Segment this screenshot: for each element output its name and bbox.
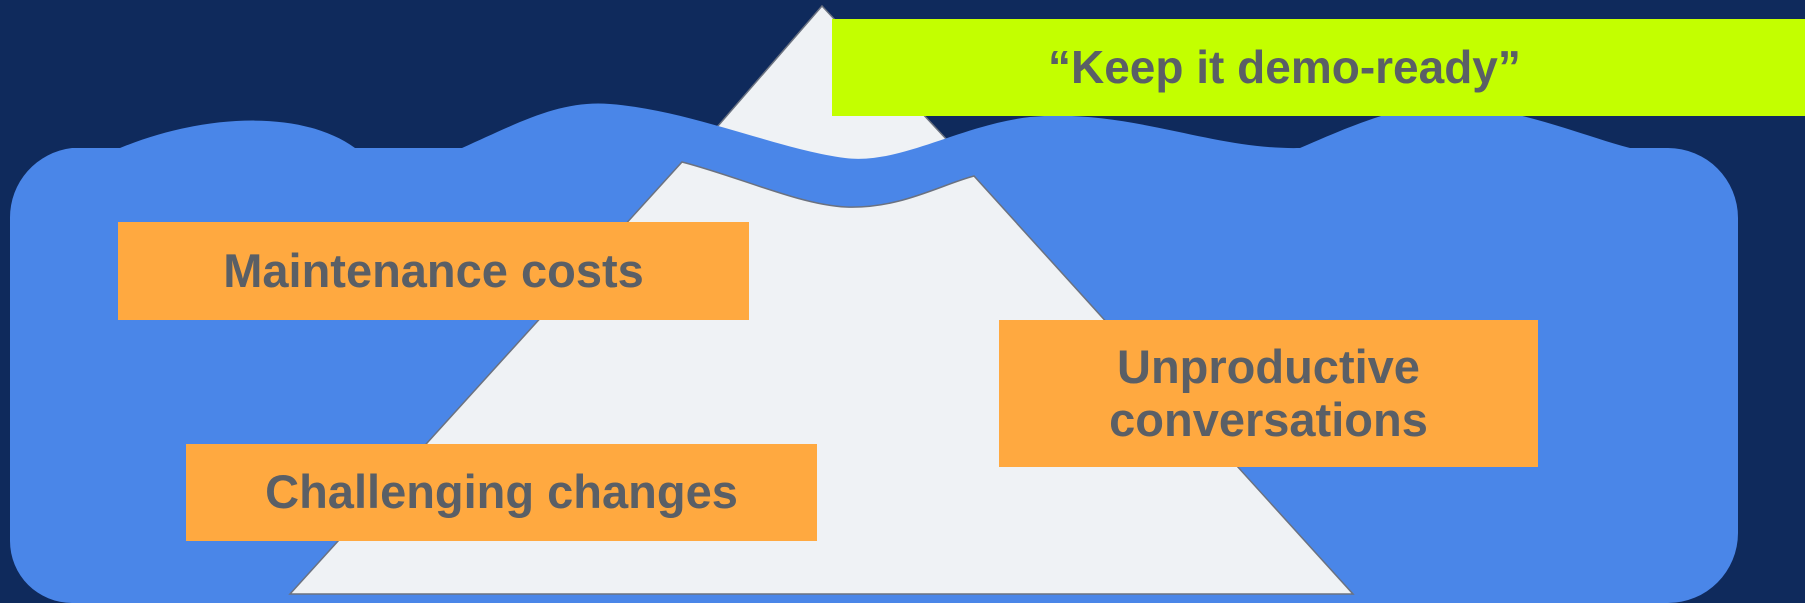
unproductive-text-line1: Unproductive [1117,339,1420,393]
hidden-cost-maintenance: Maintenance costs [118,222,749,320]
tip-label-text: “Keep it demo-ready” [1048,40,1521,93]
unproductive-text-line2: conversations [1109,392,1428,446]
hidden-cost-challenging: Challenging changes [186,444,817,541]
hidden-cost-unproductive: Unproductive conversations [999,320,1538,467]
maintenance-costs-text: Maintenance costs [223,243,644,297]
tip-label: “Keep it demo-ready” [832,19,1805,116]
challenging-changes-text: Challenging changes [265,465,738,519]
